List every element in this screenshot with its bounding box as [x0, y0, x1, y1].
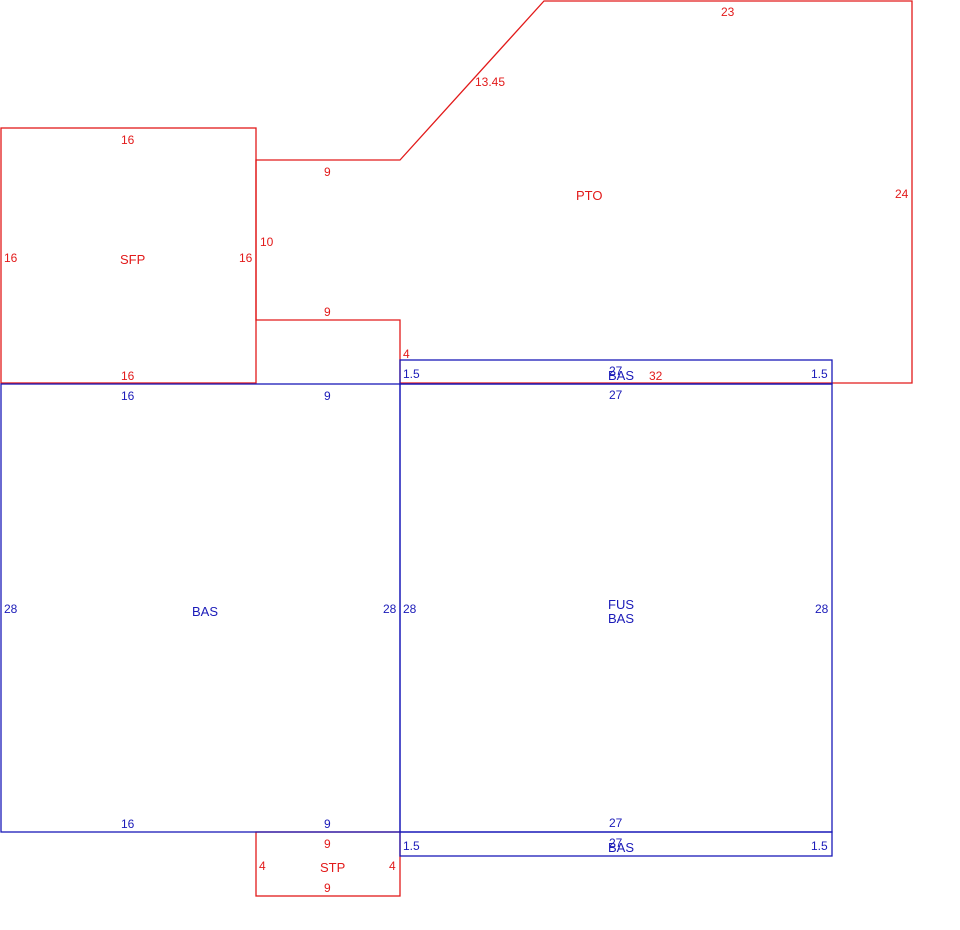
fus-left-dim: 28 — [403, 602, 417, 616]
sfp-top-dim: 16 — [121, 133, 135, 147]
strip-bottom-dim: 27 — [609, 836, 623, 850]
stp-right-dim: 4 — [389, 859, 396, 873]
sfp-outline — [0, 127, 257, 384]
sfp-right-dim: 16 — [239, 251, 253, 265]
pto-step-upper-dim: 9 — [324, 165, 331, 179]
red-outlines — [0, 0, 913, 897]
stp-top-dim: 9 — [324, 837, 331, 851]
bas-bottom-strip-outline — [399, 831, 833, 857]
blue-outlines — [0, 359, 833, 857]
strip-top-dim: 27 — [609, 364, 623, 378]
pto-top-dim: 23 — [721, 5, 735, 19]
fus-bottom-dim: 27 — [609, 816, 623, 830]
pto-step-lower-dim: 9 — [324, 305, 331, 319]
strip-top-area-label: BAS — [608, 368, 634, 383]
sfp-area-label: SFP — [120, 252, 145, 267]
bas-top-left-dim: 16 — [121, 389, 135, 403]
pto-left-dim: 10 — [260, 235, 274, 249]
bas-bottom-right-dim: 9 — [324, 817, 331, 831]
pto-right-dim: 24 — [895, 187, 909, 201]
strip-top-right-dim: 1.5 — [811, 367, 828, 381]
stp-bottom-dim: 9 — [324, 881, 331, 895]
fus-bas-area-label: BAS — [608, 611, 634, 626]
strip-bottom-right-dim: 1.5 — [811, 839, 828, 853]
strip-bottom-left-dim: 1.5 — [403, 839, 420, 853]
pto-bottom-dim: 32 — [649, 369, 663, 383]
bas-top-right-dim: 9 — [324, 389, 331, 403]
bas-right-side-dim: 28 — [383, 602, 397, 616]
stp-area-label: STP — [320, 860, 345, 875]
bas-left-side-dim: 28 — [4, 602, 18, 616]
bas-left-area-label: BAS — [192, 604, 218, 619]
stp-left-dim: 4 — [259, 859, 266, 873]
fus-area-label: FUS — [608, 597, 634, 612]
fus-top-dim: 27 — [609, 388, 623, 402]
sfp-left-dim: 16 — [4, 251, 18, 265]
pto-area-label: PTO — [576, 188, 603, 203]
fus-right-dim: 28 — [815, 602, 829, 616]
sfp-bottom-dim: 16 — [121, 369, 135, 383]
strip-bottom-area-label: BAS — [608, 840, 634, 855]
bas-top-strip-outline — [399, 359, 833, 385]
bas-bottom-left-dim: 16 — [121, 817, 135, 831]
pto-notch-dim: 4 — [403, 347, 410, 361]
pto-diag-dim: 13.45 — [475, 75, 505, 89]
strip-top-left-dim: 1.5 — [403, 367, 420, 381]
pto-outline — [255, 0, 913, 384]
